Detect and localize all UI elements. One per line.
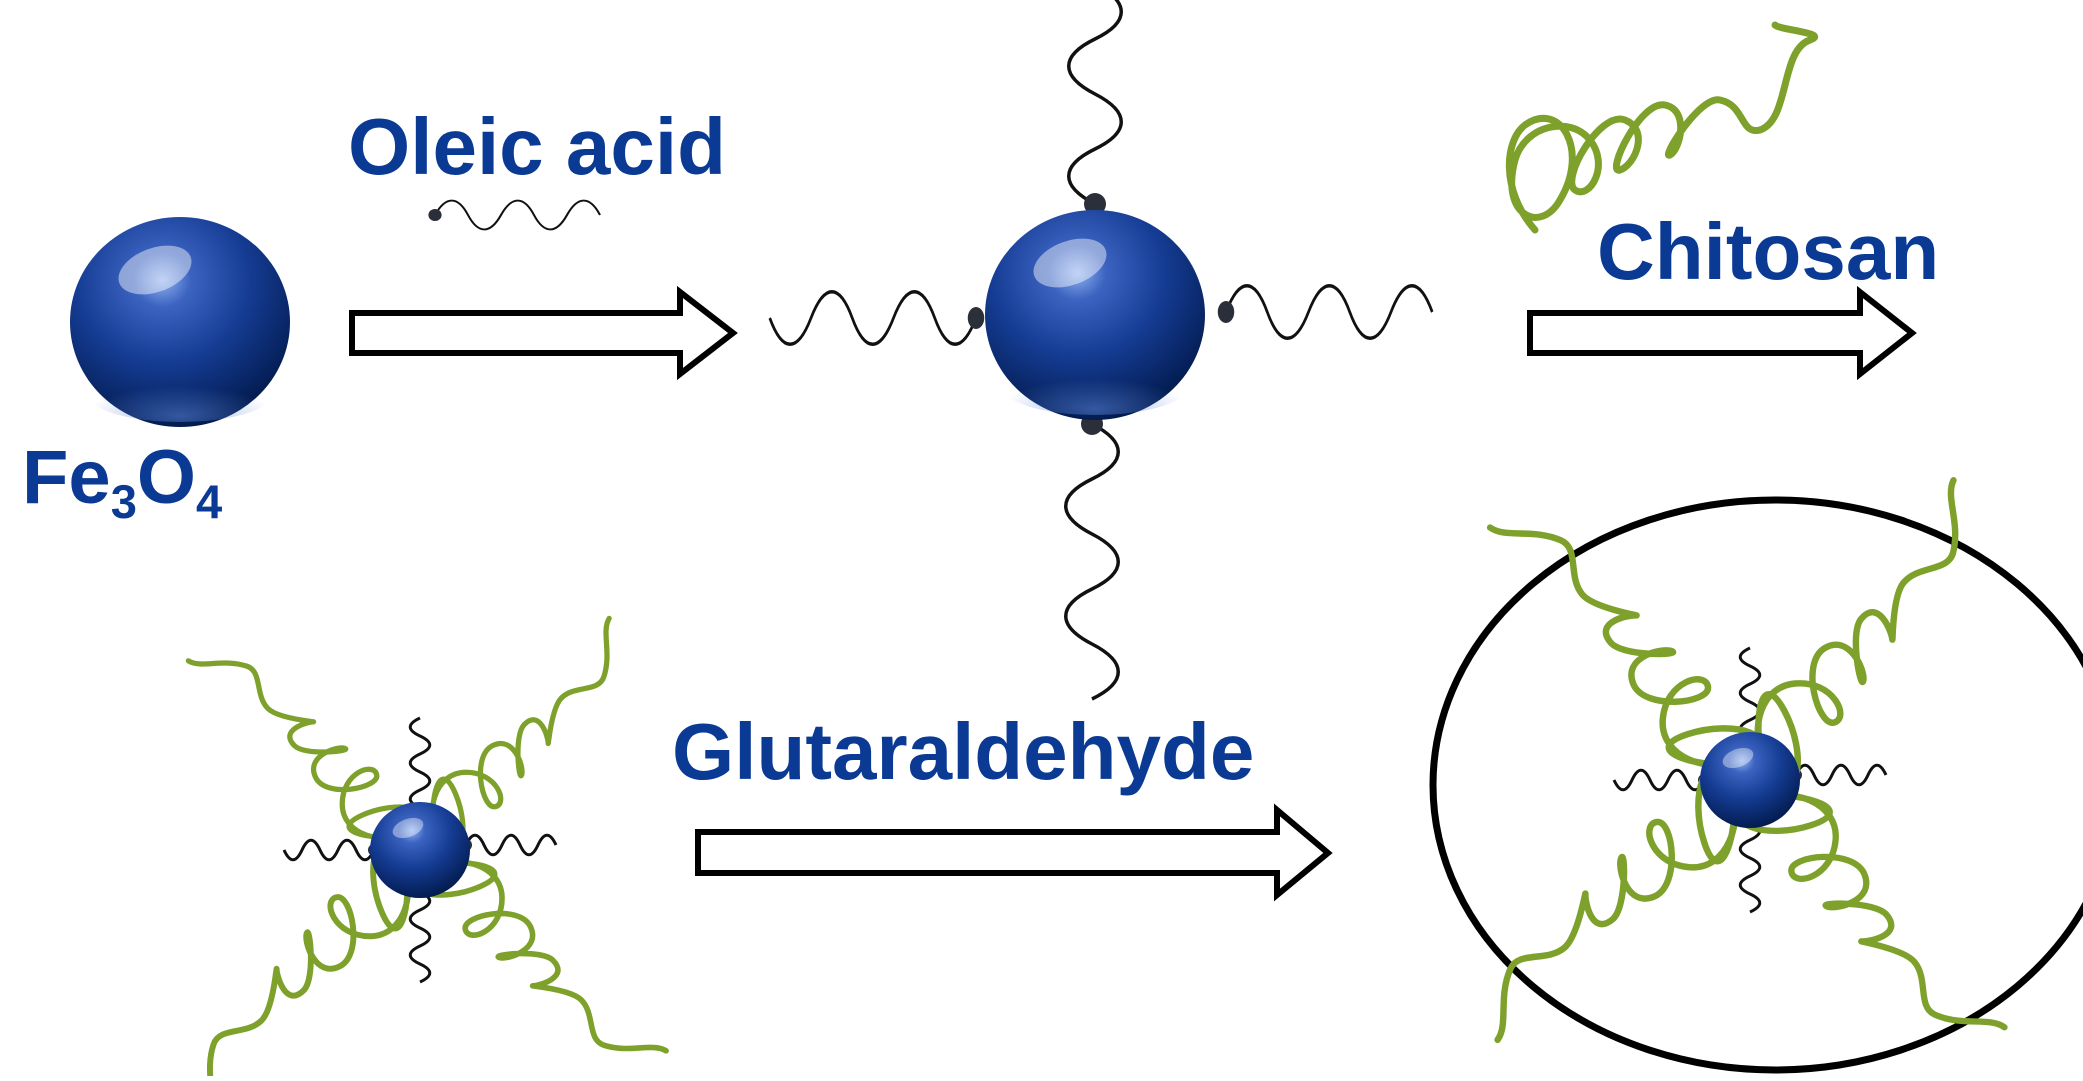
oleic-acid-label: Oleic acid [348,102,726,191]
fe3o4-label-sub4: 4 [196,475,223,529]
glutaraldehyde-label: Glutaraldehyde [672,707,1255,796]
crosslinked-bead [1429,477,2083,1071]
fe3o4-label: Fe3O4 [22,440,222,526]
chitosan-coated-nanoparticle [162,615,670,1076]
chitosan-label: Chitosan [1597,207,1940,296]
fe3o4-label-sub3: 3 [110,475,137,529]
fe3o4-label-fe: Fe [22,435,111,520]
oleic-coated-nanoparticle [768,0,1434,701]
arrow-glutaraldehyde [695,803,1333,902]
arrow-oleic-acid [349,285,738,381]
chitosan-strand-icon [1505,21,1818,234]
oleic-acid-molecule-icon [427,199,602,231]
arrow-chitosan [1527,285,1917,381]
fe3o4-label-o: O [136,435,197,520]
fe3o4-nanoparticle [70,217,290,427]
